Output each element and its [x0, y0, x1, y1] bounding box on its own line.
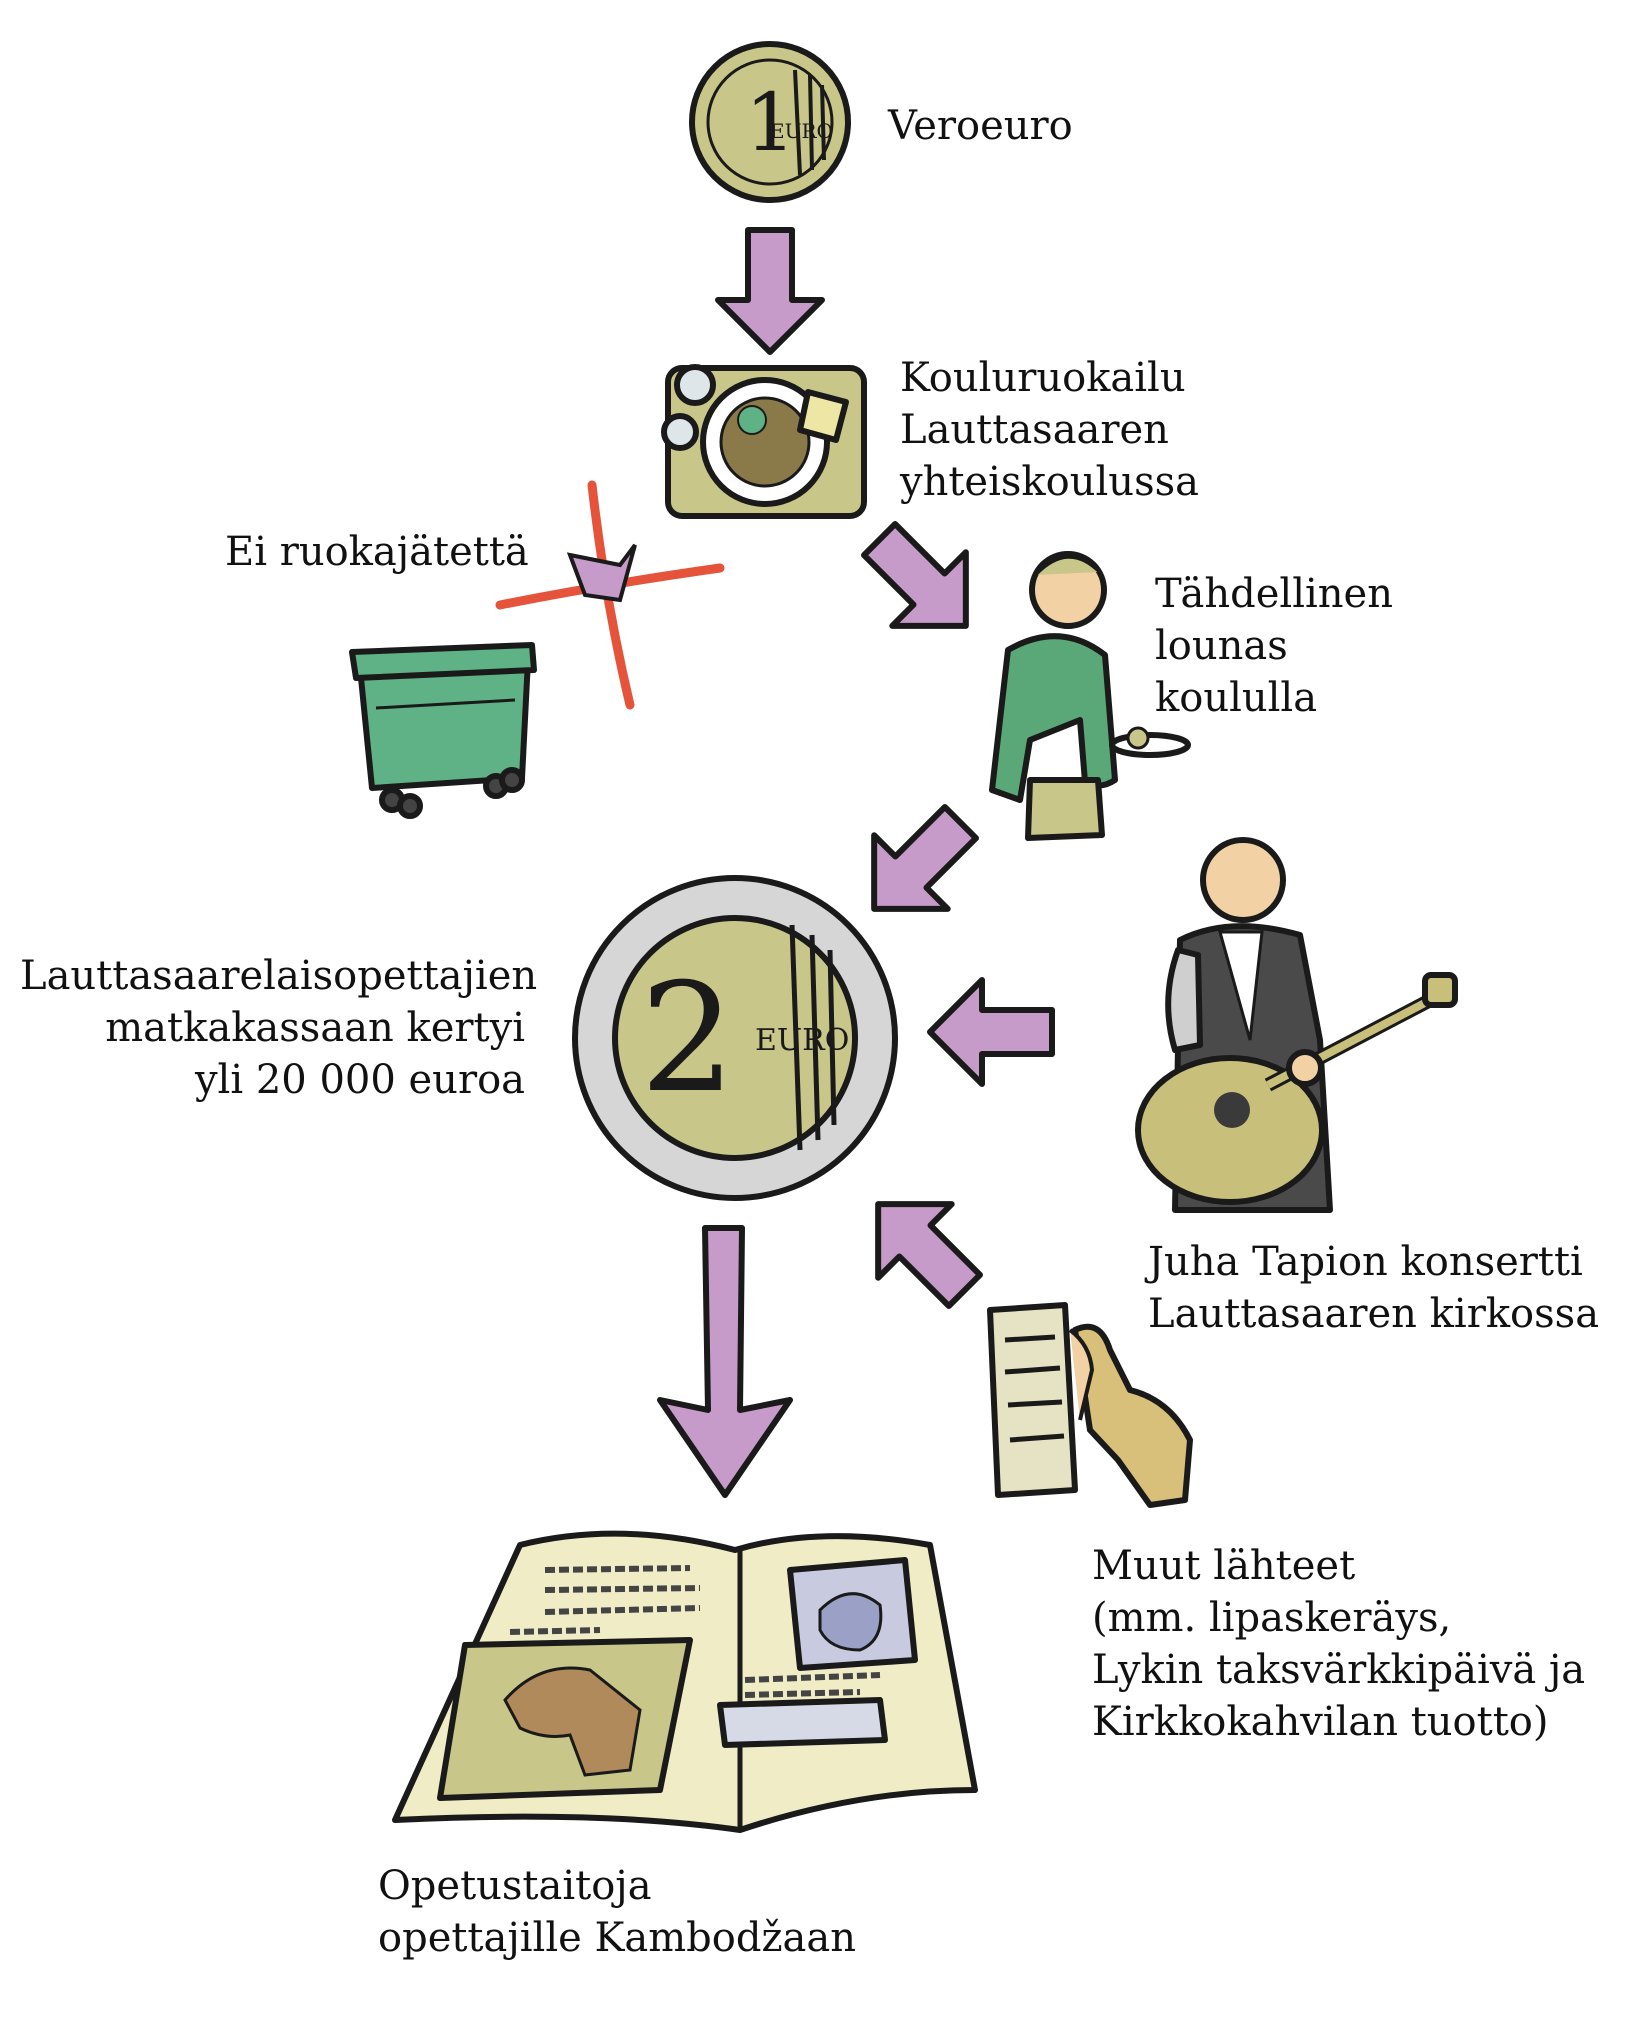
guitarist-icon: [1135, 837, 1458, 1213]
coin-1-numeral: 1: [745, 76, 796, 169]
euro-coin-1-icon: 1 EURO: [689, 41, 851, 203]
arrow-down-big: [657, 1225, 793, 1498]
label-konsertti: Juha Tapion konsertti Lauttasaaren kirko…: [1148, 1239, 1600, 1337]
arrow-diag-left-1: [837, 786, 997, 946]
arrow-down-1: [718, 230, 822, 352]
red-cross-mark-icon: [495, 480, 725, 710]
label-ruokajate: Ei ruokajätettä: [225, 529, 529, 575]
coin-1-unit: EURO: [770, 119, 833, 143]
label-veroeuro: Veroeuro: [888, 103, 1073, 149]
green-waste-bin-icon: [349, 642, 537, 819]
arrow-left-1: [930, 980, 1052, 1084]
coin-2-unit: EURO: [755, 1023, 849, 1058]
label-lounas: Tähdellinen lounas koululla: [1155, 571, 1393, 721]
coin-2-numeral: 2: [640, 952, 735, 1126]
label-muut: Muut lähteet (mm. lipaskeräys, Lykin tak…: [1092, 1543, 1586, 1745]
cook-person-icon: [989, 551, 1191, 841]
collection-box-icon: [987, 1302, 1193, 1508]
open-book-icon: [392, 1530, 978, 1833]
arrow-diag-upleft-1: [841, 1167, 1001, 1327]
arrow-diag-right-1: [843, 503, 1003, 663]
label-opetus: Opetustaitoja opettajille Kambodžaan: [378, 1863, 857, 1961]
euro-coin-2-icon: 2 EURO: [572, 875, 898, 1201]
label-kassa: Lauttasaarelaisopettajien matkakassaan k…: [20, 953, 538, 1103]
label-kouluruokailu: Kouluruokailu Lauttasaaren yhteiskouluss…: [900, 355, 1199, 505]
school-lunch-tray-icon: [661, 364, 867, 519]
